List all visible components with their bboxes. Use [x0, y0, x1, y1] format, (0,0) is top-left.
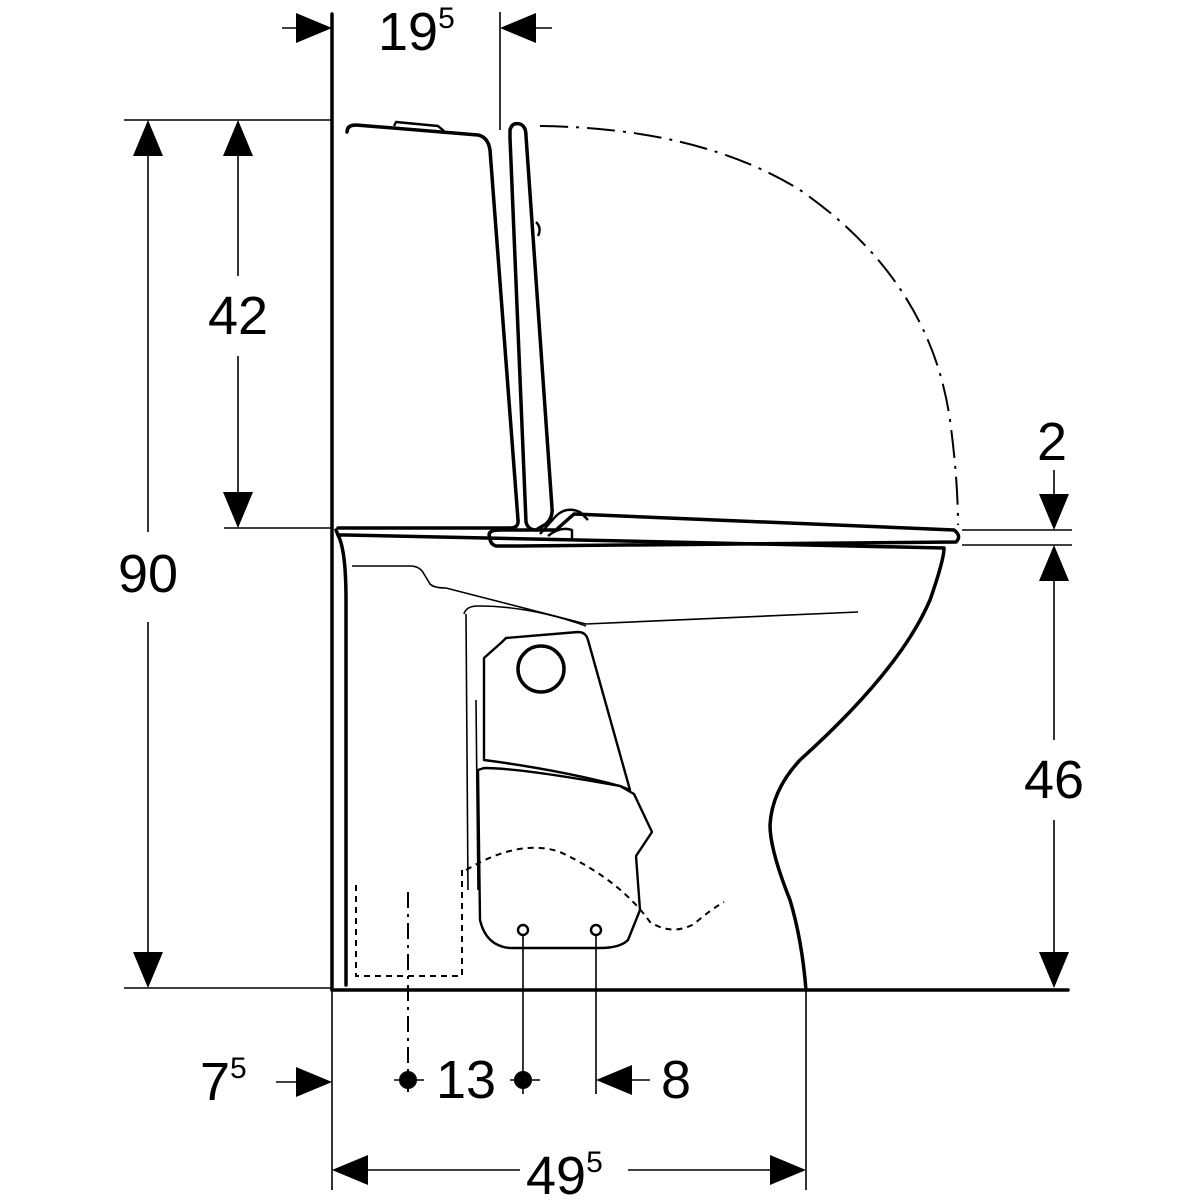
bowl-rim-inner-line	[352, 565, 859, 625]
trapway-inner-line	[463, 605, 587, 627]
dim-90-arrow-top	[133, 120, 163, 156]
dim-19-5-base: 19	[378, 2, 438, 62]
dim-49-5-arrow-left	[332, 1155, 368, 1185]
dim-7-5-arrow	[296, 1067, 332, 1097]
dim-49-5-sup: 5	[586, 1146, 603, 1179]
outlet-pipe-dashed	[465, 846, 725, 931]
bowl-outline	[334, 528, 946, 992]
dim-8-label: 8	[661, 1050, 691, 1110]
dim-19-5-label: 195	[378, 2, 455, 62]
fixing-hole-left	[516, 923, 530, 937]
dim-49-5-arrow-right	[770, 1155, 806, 1185]
dim-90-label: 90	[118, 544, 178, 604]
trapway-wall	[465, 613, 479, 891]
dim-19-5-sup: 5	[438, 2, 455, 35]
dim-8-arrow	[596, 1065, 632, 1095]
dim-46-arrow-top	[1039, 545, 1069, 581]
dim-49-5-base: 49	[526, 1146, 586, 1200]
dim-46-arrow-bottom	[1039, 952, 1069, 988]
dim-19-5-arrow-left	[296, 13, 332, 43]
service-opening-upper	[482, 630, 632, 792]
dim-42-label-bg	[194, 276, 282, 356]
dim-42-arrow-top	[223, 120, 253, 156]
dim-90-label-bg	[104, 532, 190, 622]
dim-2-label: 2	[1037, 412, 1067, 472]
dim-90-arrow-bottom	[133, 952, 163, 988]
dim-7-5-sup: 5	[230, 1052, 247, 1085]
cistern-outline	[336, 123, 520, 530]
dim-46-label: 46	[1024, 750, 1084, 810]
dim-7-5-base: 7	[200, 1052, 230, 1112]
fixing-hole-right	[589, 923, 603, 937]
dim-7-5-label: 75	[200, 1052, 247, 1112]
seat-lid-upright	[508, 121, 554, 532]
service-opening-lower	[476, 766, 654, 950]
dim-42-arrow-bottom	[223, 492, 253, 528]
lid-hinge-bump	[535, 221, 541, 237]
dim-19-5-arrow-right	[500, 13, 536, 43]
bowl-front-left	[336, 533, 348, 987]
dim-13-label: 13	[436, 1050, 496, 1110]
flush-button	[392, 120, 445, 132]
dim-46-label-bg	[1012, 740, 1098, 820]
dim-49-5-label: 495	[526, 1146, 603, 1200]
lid-swing-arc	[539, 125, 959, 526]
seat-hinge	[539, 508, 589, 540]
dim-42-label: 42	[208, 286, 268, 346]
seat-ring	[487, 512, 961, 548]
dim-2-arrow-down	[1039, 494, 1069, 530]
water-inlet-hole	[516, 644, 566, 694]
